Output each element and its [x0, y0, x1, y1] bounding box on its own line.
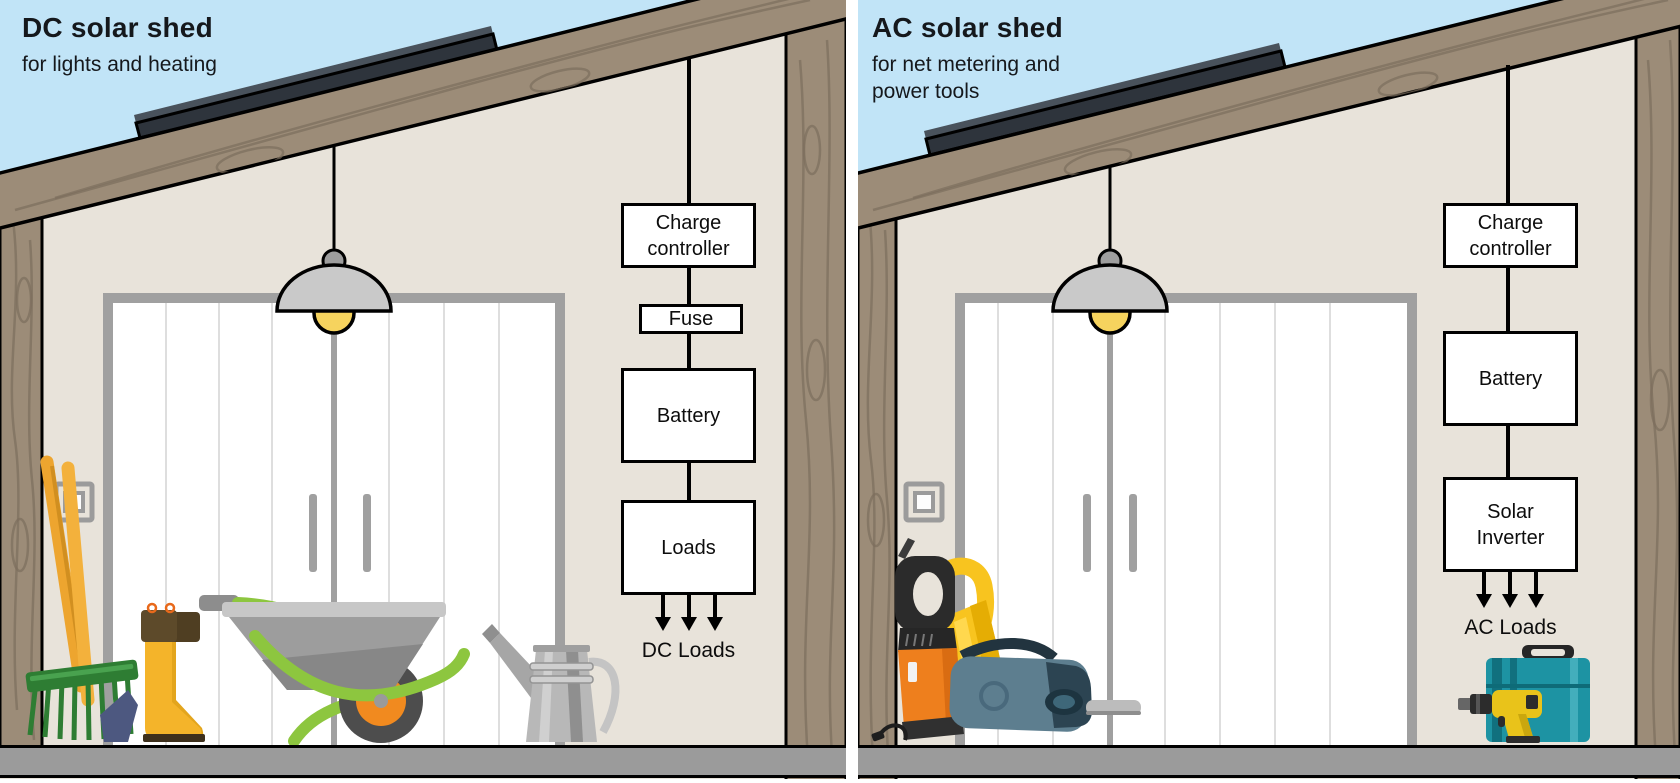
door-handle	[363, 494, 371, 572]
door-handle	[309, 494, 317, 572]
connector	[1506, 424, 1510, 479]
garden-rake	[25, 455, 139, 742]
roof-beam	[0, 0, 846, 230]
battery-box: Battery	[1443, 331, 1578, 426]
door-handle	[1083, 494, 1091, 572]
loads-label: Loads	[661, 536, 716, 559]
rubber-boots	[141, 602, 205, 742]
battery-box: Battery	[621, 368, 756, 463]
connector	[687, 266, 691, 306]
solar-wire	[687, 57, 691, 205]
right-wood-post	[784, 8, 846, 783]
left-wood-post	[0, 193, 44, 752]
down-arrow-icon	[707, 594, 723, 631]
cordless-drill	[1458, 690, 1542, 743]
dc-loads-label: DC Loads	[641, 639, 736, 662]
panel-title-dc: DC solar shed	[22, 12, 213, 43]
down-arrow-icon	[681, 594, 697, 631]
charge-controller-box: Charge controller	[621, 203, 756, 268]
fuse-box: Fuse	[639, 304, 743, 334]
connector	[1506, 266, 1510, 333]
door-divider	[1107, 303, 1113, 747]
floor	[0, 745, 846, 783]
down-arrow-icon	[1502, 571, 1518, 608]
panel-subtitle-ac: for net metering and power tools	[872, 53, 1060, 103]
battery-label: Battery	[1478, 367, 1543, 390]
solar-inverter-box: Solar Inverter	[1443, 477, 1578, 572]
connector	[687, 331, 691, 370]
solar-inverter-label: Solar Inverter	[1476, 500, 1545, 549]
right-wood-post	[1634, 8, 1680, 783]
left-wood-post	[858, 183, 898, 783]
light-switch	[903, 481, 945, 523]
pendant-lamp	[275, 146, 393, 335]
cloth-rag	[100, 690, 138, 742]
down-arrow-icon	[655, 594, 671, 631]
floor	[858, 745, 1680, 783]
connector	[687, 461, 691, 502]
ac-shed-illustration	[858, 0, 1680, 783]
watering-can	[482, 624, 620, 742]
lamp-shade	[1051, 263, 1169, 313]
ac-loads-label: AC Loads	[1464, 616, 1557, 639]
charge-controller-label: Charge controller	[647, 211, 730, 260]
down-arrow-icon	[1476, 571, 1492, 608]
battery-label: Battery	[656, 404, 721, 427]
panel-dc-solar-shed: DC solar shed for lights and heating Cha…	[0, 0, 846, 783]
pendant-lamp	[1051, 165, 1169, 335]
panel-ac-solar-shed: AC solar shed for net metering and power…	[858, 0, 1680, 783]
loads-box: Loads	[621, 500, 756, 595]
lamp-shade	[275, 263, 393, 313]
door-handle	[1129, 494, 1137, 572]
drill-chuck	[1458, 698, 1472, 710]
charge-controller-box: Charge controller	[1443, 203, 1578, 268]
door-divider	[331, 303, 337, 747]
fuse-label: Fuse	[668, 308, 714, 330]
solar-wire	[1506, 65, 1510, 205]
down-arrow-icon	[1528, 571, 1544, 608]
panel-subtitle-dc: for lights and heating	[22, 53, 217, 76]
chainsaw	[871, 637, 1141, 742]
panel-title-ac: AC solar shed	[872, 12, 1063, 43]
wheelbarrow	[199, 595, 470, 747]
charge-controller-label: Charge controller	[1469, 211, 1552, 260]
